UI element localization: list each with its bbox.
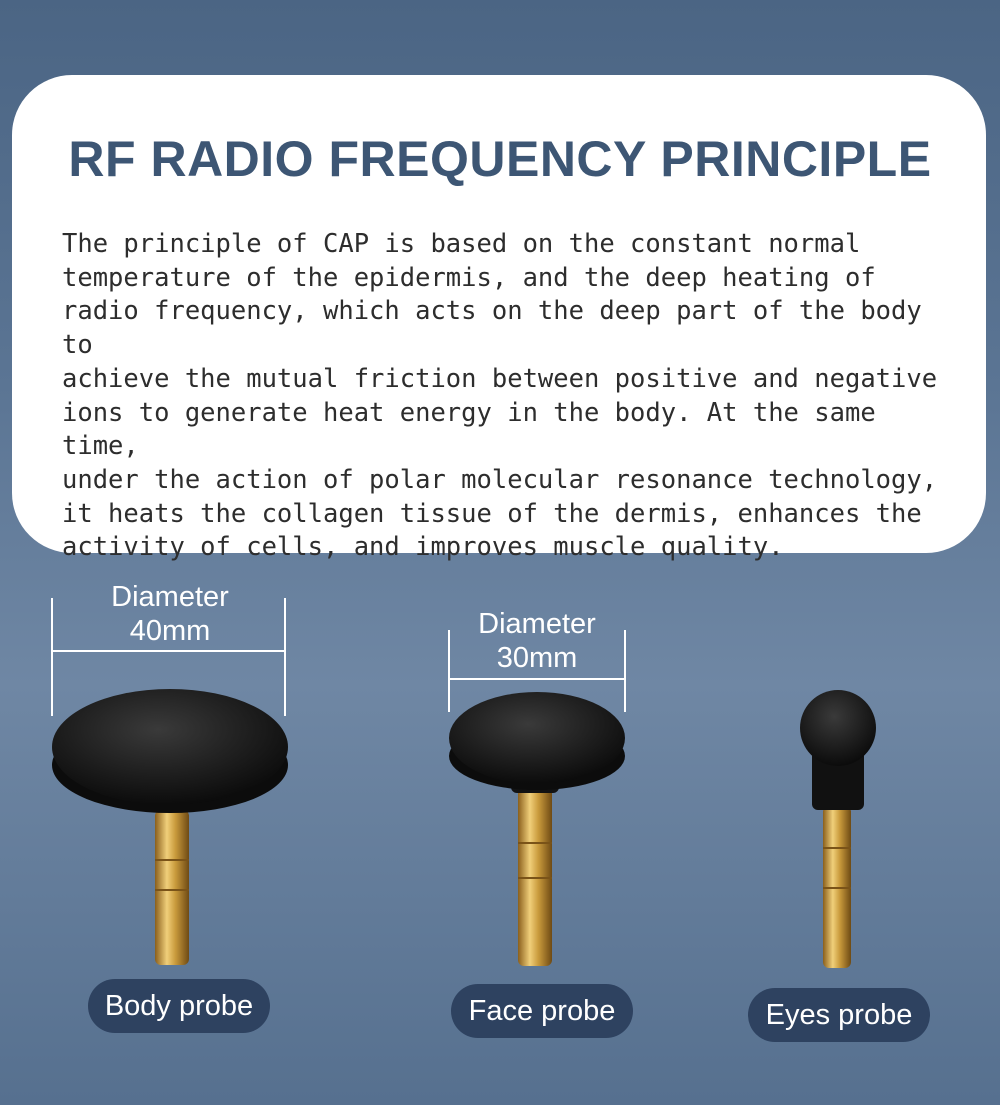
eyes-probe-label: Eyes probe bbox=[748, 988, 930, 1042]
body-dim-left-tick bbox=[51, 598, 53, 716]
face-diameter-value: 30mm bbox=[496, 642, 578, 674]
body-diameter-word: Diameter bbox=[111, 581, 229, 613]
body-diameter-value: 40mm bbox=[129, 615, 211, 647]
body-probe-image bbox=[52, 689, 288, 965]
face-diameter-word: Diameter bbox=[478, 608, 596, 640]
page-title: RF RADIO FREQUENCY PRINCIPLE bbox=[68, 131, 932, 187]
face-probe-label: Face probe bbox=[451, 984, 633, 1038]
face-dim-line bbox=[448, 678, 626, 680]
eyes-probe-image bbox=[800, 690, 876, 968]
body-dim-line bbox=[51, 650, 286, 652]
body-probe-label: Body probe bbox=[88, 979, 270, 1033]
principle-description: The principle of CAP is based on the con… bbox=[62, 229, 938, 563]
face-dim-right-tick bbox=[624, 630, 626, 712]
face-dim-left-tick bbox=[448, 630, 450, 712]
principle-card bbox=[12, 75, 986, 553]
body-dim-right-tick bbox=[284, 598, 286, 716]
body-probe-diameter-label: Diameter 40mm bbox=[95, 580, 245, 648]
face-probe-image bbox=[449, 692, 625, 966]
face-probe-diameter-label: Diameter 30mm bbox=[462, 607, 612, 675]
